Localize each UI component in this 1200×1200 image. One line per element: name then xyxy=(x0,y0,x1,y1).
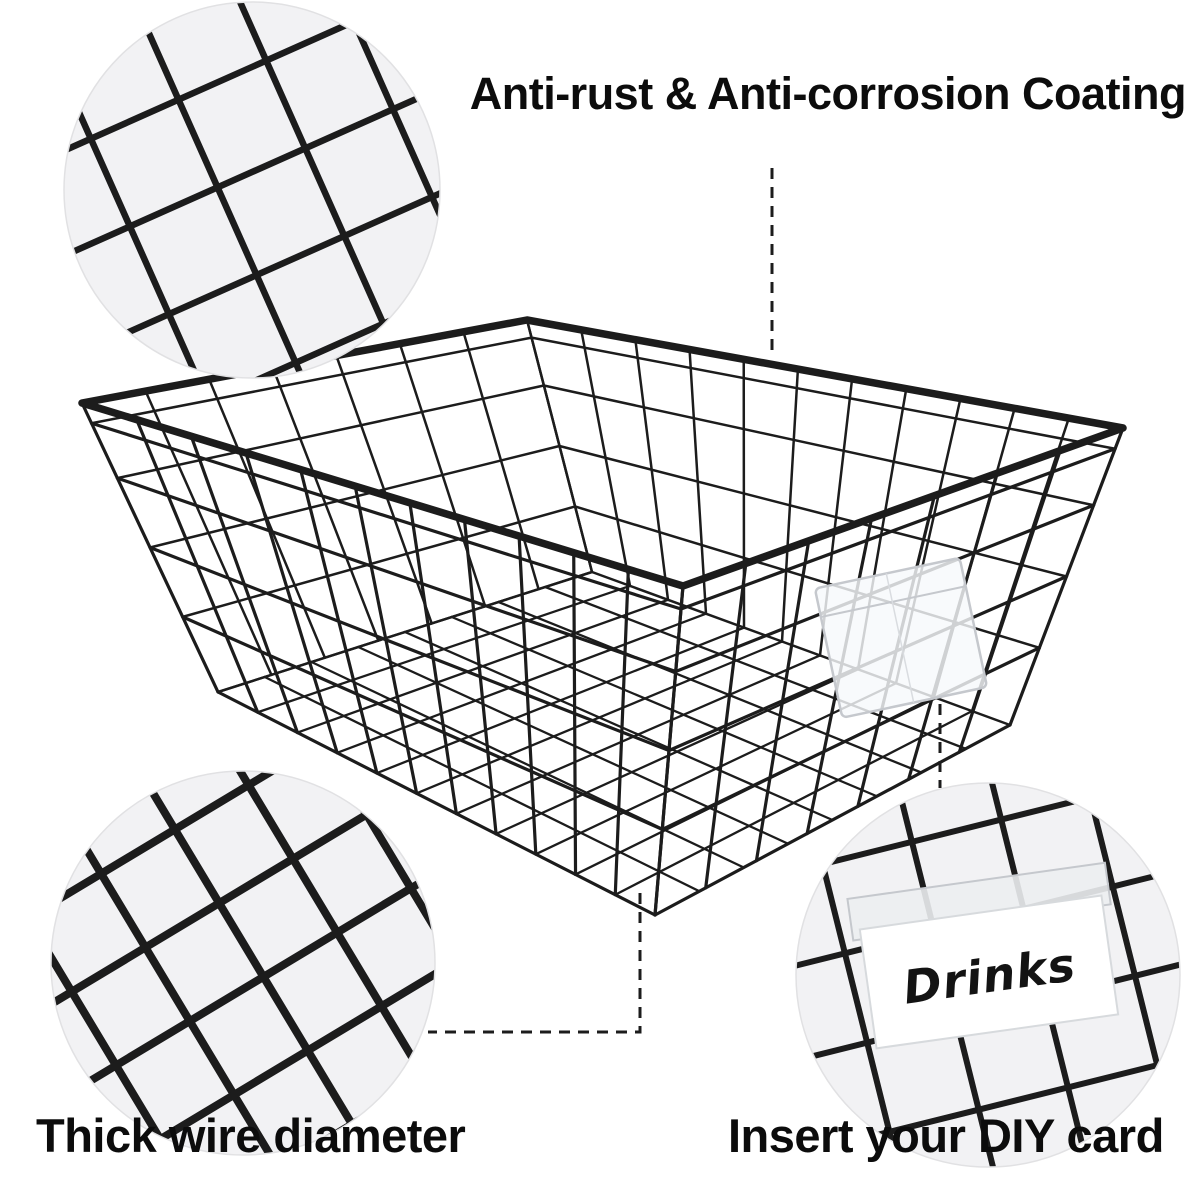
zoom-inset-coating xyxy=(63,1,441,379)
inset-wire-ring xyxy=(50,770,436,1156)
diy-card-holder xyxy=(814,557,988,719)
inset-coating-ring xyxy=(63,1,441,379)
feature-coating-label: Anti-rust & Anti-corrosion Coating xyxy=(469,68,1187,119)
zoom-inset-card: Drinks xyxy=(795,782,1181,1168)
zoom-inset-wire xyxy=(50,770,436,1156)
diy-card: Drinks xyxy=(846,861,1120,1050)
inset-card-ring xyxy=(795,782,1181,1168)
connector-wire xyxy=(428,893,642,1034)
feature-card-label: Insert your DIY card xyxy=(728,1109,1164,1162)
card-paper xyxy=(858,894,1120,1050)
feature-wire-label: Thick wire diameter xyxy=(36,1109,466,1162)
